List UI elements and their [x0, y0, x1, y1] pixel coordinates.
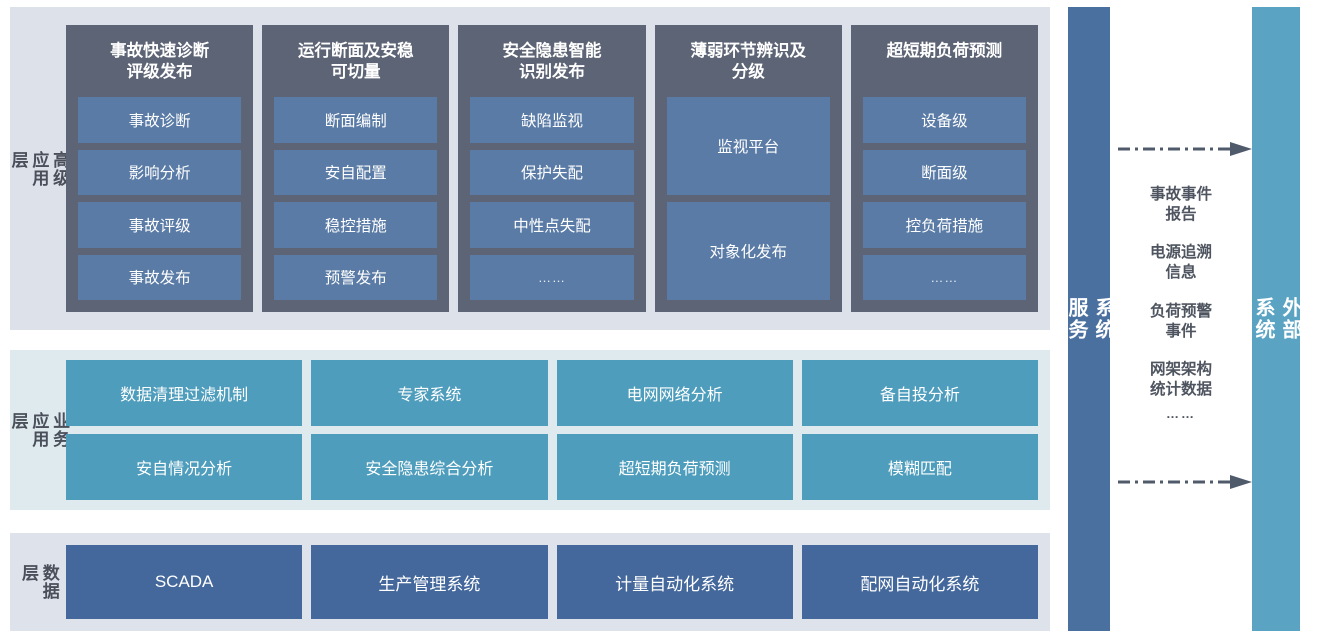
advanced-item-more[interactable]: …… — [862, 254, 1027, 300]
external-system-bar[interactable]: 外部 系统 — [1252, 7, 1301, 631]
advanced-item[interactable]: 对象化发布 — [666, 202, 830, 300]
advanced-item[interactable]: 监视平台 — [666, 97, 830, 195]
business-row: 数据清理过滤机制 专家系统 电网网络分析 备自投分析 — [66, 360, 1038, 426]
flow-label: 网架架构 统计数据 — [1149, 360, 1212, 398]
flow-arrow-top-icon — [1118, 142, 1252, 156]
advanced-column-4-items: 监视平台 对象化发布 — [666, 97, 830, 300]
advanced-item[interactable]: 影响分析 — [78, 149, 242, 195]
flow-arrow-bottom-icon — [1118, 475, 1252, 489]
advanced-item[interactable]: 事故评级 — [78, 202, 242, 248]
data-item[interactable]: 生产管理系统 — [311, 545, 548, 619]
layer-data: 数据 层 SCADA 生产管理系统 计量自动化系统 配网自动化系统 — [10, 533, 1050, 631]
advanced-column-5-items: 设备级 断面级 控负荷措施 …… — [862, 97, 1027, 300]
business-item[interactable]: 超短期负荷预测 — [556, 434, 793, 500]
advanced-column-3[interactable]: 安全隐患智能 识别发布 缺陷监视 保护失配 中性点失配 …… — [458, 25, 646, 312]
business-item[interactable]: 备自投分析 — [801, 360, 1038, 426]
advanced-item[interactable]: 中性点失配 — [470, 202, 634, 248]
advanced-item[interactable]: 预警发布 — [274, 254, 438, 300]
advanced-column-3-title: 安全隐患智能 识别发布 — [502, 42, 602, 82]
layer-label-business: 业务 应用 层 — [8, 412, 70, 448]
advanced-column-1[interactable]: 事故快速诊断 评级发布 事故诊断 影响分析 事故评级 事故发布 — [66, 25, 254, 312]
advanced-column-2[interactable]: 运行断面及安稳 可切量 断面编制 安自配置 稳控措施 预警发布 — [262, 25, 450, 312]
flow-label-more: …… — [1166, 406, 1196, 422]
advanced-item[interactable]: 安自配置 — [274, 149, 438, 195]
advanced-item[interactable]: 断面级 — [862, 149, 1027, 195]
business-item[interactable]: 数据清理过滤机制 — [66, 360, 303, 426]
layer-business-application: 业务 应用 层 数据清理过滤机制 专家系统 电网网络分析 备自投分析 安自情况分… — [8, 350, 1050, 510]
advanced-column-5[interactable]: 超短期负荷预测 设备级 断面级 控负荷措施 …… — [850, 25, 1039, 312]
advanced-column-1-title: 事故快速诊断 评级发布 — [110, 42, 210, 82]
advanced-item[interactable]: 稳控措施 — [274, 202, 438, 248]
data-item[interactable]: 配网自动化系统 — [801, 545, 1038, 619]
system-service-bar[interactable]: 系统 服务 — [1065, 7, 1114, 631]
flow-label: 事故事件 报告 — [1149, 186, 1212, 224]
advanced-column-4-title: 薄弱环节辨识及 分级 — [690, 42, 806, 82]
flow-label: 负荷预警 事件 — [1149, 302, 1212, 340]
advanced-column-1-items: 事故诊断 影响分析 事故评级 事故发布 — [78, 97, 242, 300]
advanced-column-4[interactable]: 薄弱环节辨识及 分级 监视平台 对象化发布 — [654, 25, 842, 312]
external-system-label: 外部 系统 — [1252, 297, 1301, 341]
advanced-item[interactable]: 事故诊断 — [78, 97, 242, 143]
advanced-item-more[interactable]: …… — [470, 254, 634, 300]
layer-label-advanced: 高级 应用 层 — [8, 150, 70, 187]
flow-connector-area: 事故事件 报告 电源追溯 信息 负荷预警 事件 网架架构 统计数据 …… — [1110, 7, 1252, 631]
advanced-column-5-title: 超短期负荷预测 — [886, 42, 1003, 60]
business-item[interactable]: 安自情况分析 — [66, 434, 303, 500]
advanced-item[interactable]: 设备级 — [862, 97, 1027, 143]
layer-business-content: 数据清理过滤机制 专家系统 电网网络分析 备自投分析 安自情况分析 安全隐患综合… — [66, 350, 1050, 510]
layer-label-data: 数据 层 — [19, 564, 59, 600]
flow-label: 电源追溯 信息 — [1149, 244, 1212, 282]
advanced-column-2-title: 运行断面及安稳 可切量 — [298, 42, 414, 82]
business-item[interactable]: 模糊匹配 — [801, 434, 1038, 500]
layer-advanced-application: 高级 应用 层 事故快速诊断 评级发布 事故诊断 影响分析 事故评级 事故发布 … — [8, 7, 1050, 330]
advanced-item[interactable]: 断面编制 — [274, 97, 438, 143]
business-item[interactable]: 专家系统 — [311, 360, 548, 426]
business-item[interactable]: 安全隐患综合分析 — [311, 434, 548, 500]
system-service-label: 系统 服务 — [1065, 297, 1114, 341]
business-row: 安自情况分析 安全隐患综合分析 超短期负荷预测 模糊匹配 — [66, 434, 1038, 500]
advanced-column-2-items: 断面编制 安自配置 稳控措施 预警发布 — [274, 97, 438, 300]
data-item[interactable]: 计量自动化系统 — [556, 545, 793, 619]
flow-label-list: 事故事件 报告 电源追溯 信息 负荷预警 事件 网架架构 统计数据 …… — [1110, 185, 1252, 423]
layer-advanced-content: 事故快速诊断 评级发布 事故诊断 影响分析 事故评级 事故发布 运行断面及安稳 … — [66, 7, 1050, 330]
data-item[interactable]: SCADA — [66, 545, 303, 619]
advanced-item[interactable]: 保护失配 — [470, 149, 634, 195]
architecture-layers: 高级 应用 层 事故快速诊断 评级发布 事故诊断 影响分析 事故评级 事故发布 … — [8, 7, 1050, 631]
layer-data-content: SCADA 生产管理系统 计量自动化系统 配网自动化系统 — [66, 533, 1050, 631]
advanced-item[interactable]: 控负荷措施 — [862, 202, 1027, 248]
advanced-column-3-items: 缺陷监视 保护失配 中性点失配 …… — [470, 97, 634, 300]
advanced-item[interactable]: 事故发布 — [78, 254, 242, 300]
advanced-item[interactable]: 缺陷监视 — [470, 97, 634, 143]
business-item[interactable]: 电网网络分析 — [556, 360, 793, 426]
